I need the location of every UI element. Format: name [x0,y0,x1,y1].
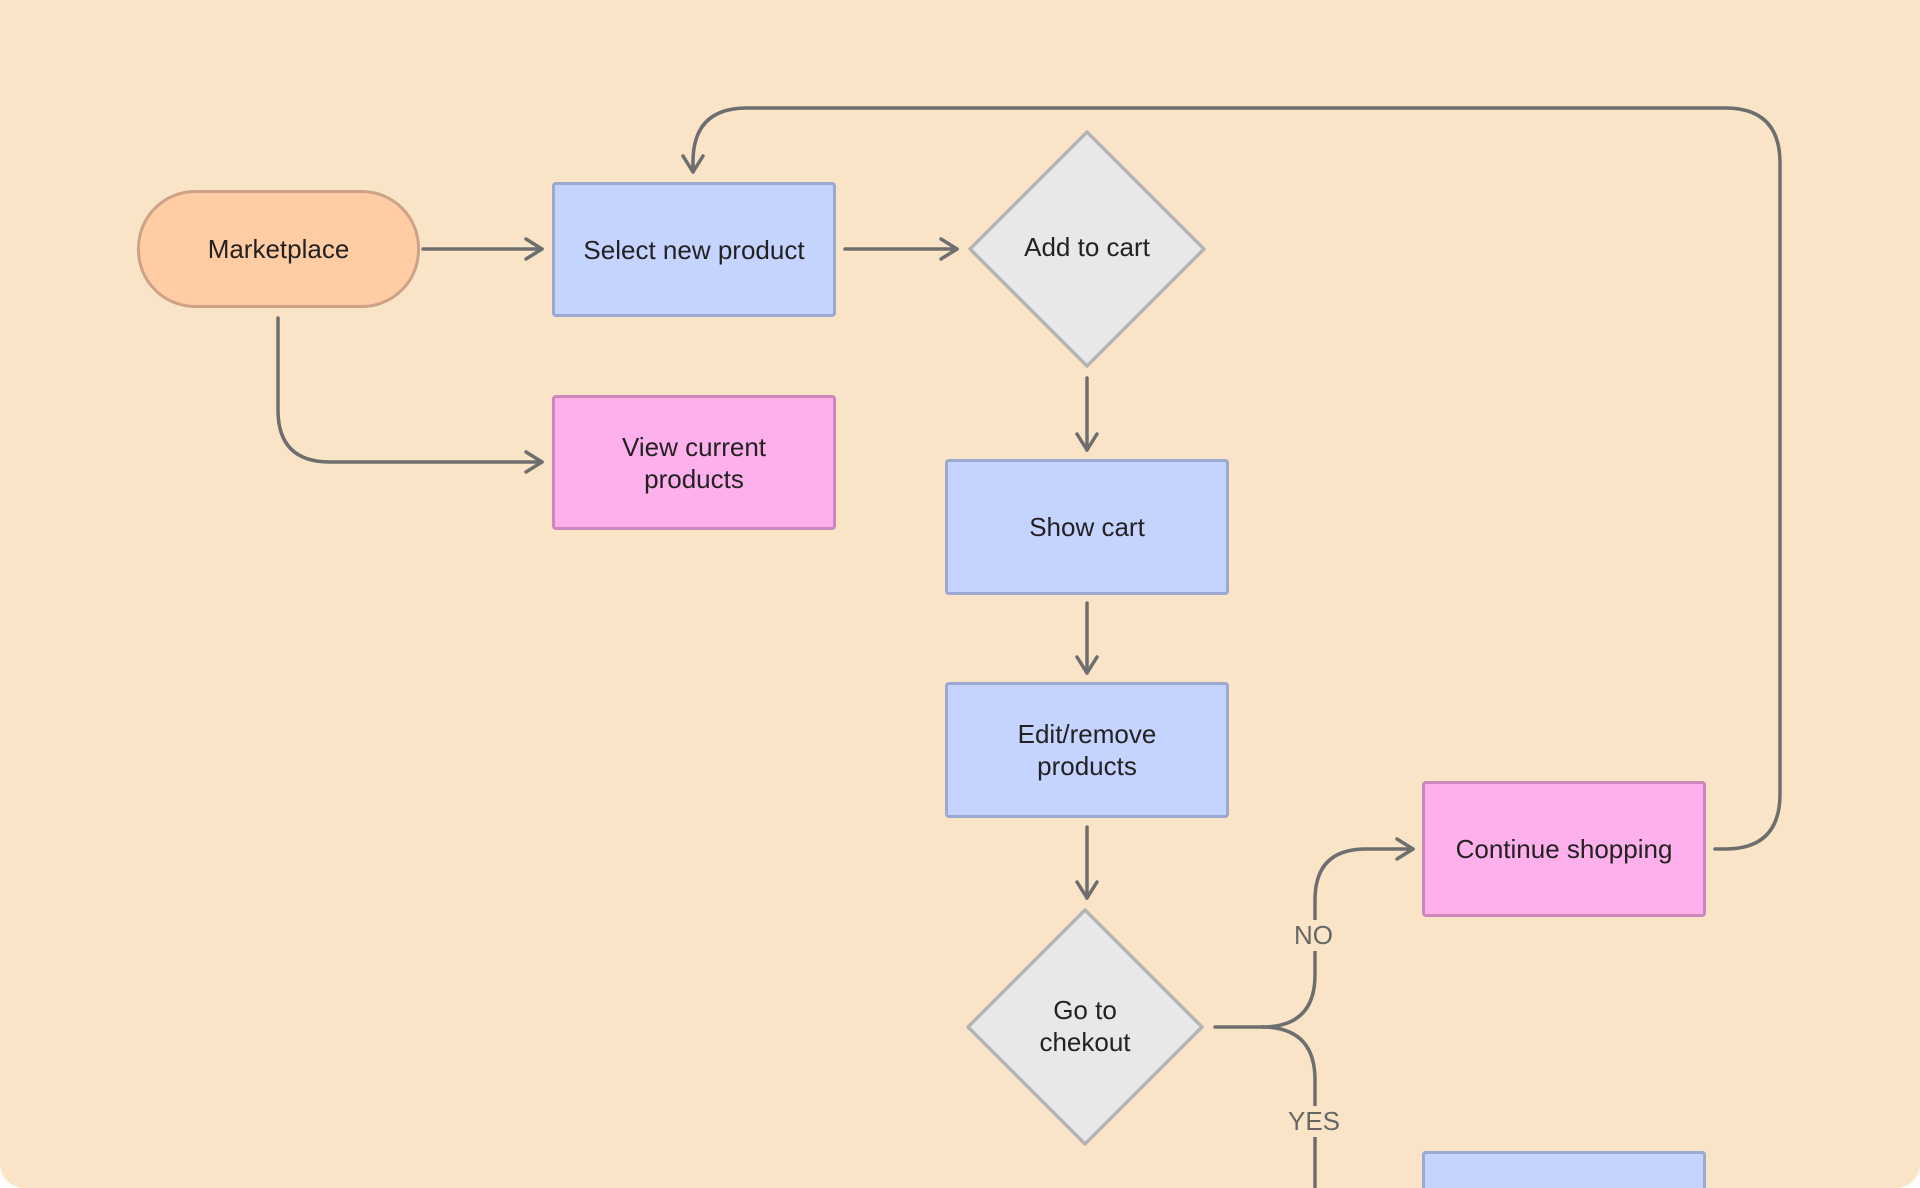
show-cart-label: Show cart [1029,512,1145,542]
view-current-products-box[interactable]: View current products [552,395,836,530]
edge-yes-branch [1260,1025,1317,1188]
edit-remove-products-label: Edit/remove products [1017,719,1157,781]
next-step-box-partial[interactable] [1422,1151,1706,1188]
view-current-products-label: View current products [621,431,767,494]
go-to-checkout-diamond[interactable] [966,908,1204,1146]
add-to-cart-diamond[interactable] [968,130,1206,368]
marketplace-terminal[interactable]: Marketplace [137,190,420,308]
edit-remove-products-box[interactable]: Edit/remove products [945,682,1229,818]
no-branch-label: NO [1290,920,1337,951]
select-new-product-label: Select new product [583,234,805,265]
select-new-product-box[interactable]: Select new product [552,182,836,317]
decision-shapes [966,130,1206,1146]
continue-shopping-box[interactable]: Continue shopping [1422,781,1706,917]
edge-marketplace-to-view [276,316,544,474]
yes-branch-label: YES [1284,1106,1345,1137]
continue-shopping-label: Continue shopping [1455,834,1673,864]
go-to-checkout-label: Go to chekout [1039,995,1131,1057]
show-cart-box[interactable]: Show cart [945,459,1229,595]
edge-continue-loop [681,106,1782,851]
marketplace-label: Marketplace [207,234,350,264]
add-to-cart-label: Add to cart [1024,232,1150,262]
edge-no-branch [1260,837,1415,1029]
